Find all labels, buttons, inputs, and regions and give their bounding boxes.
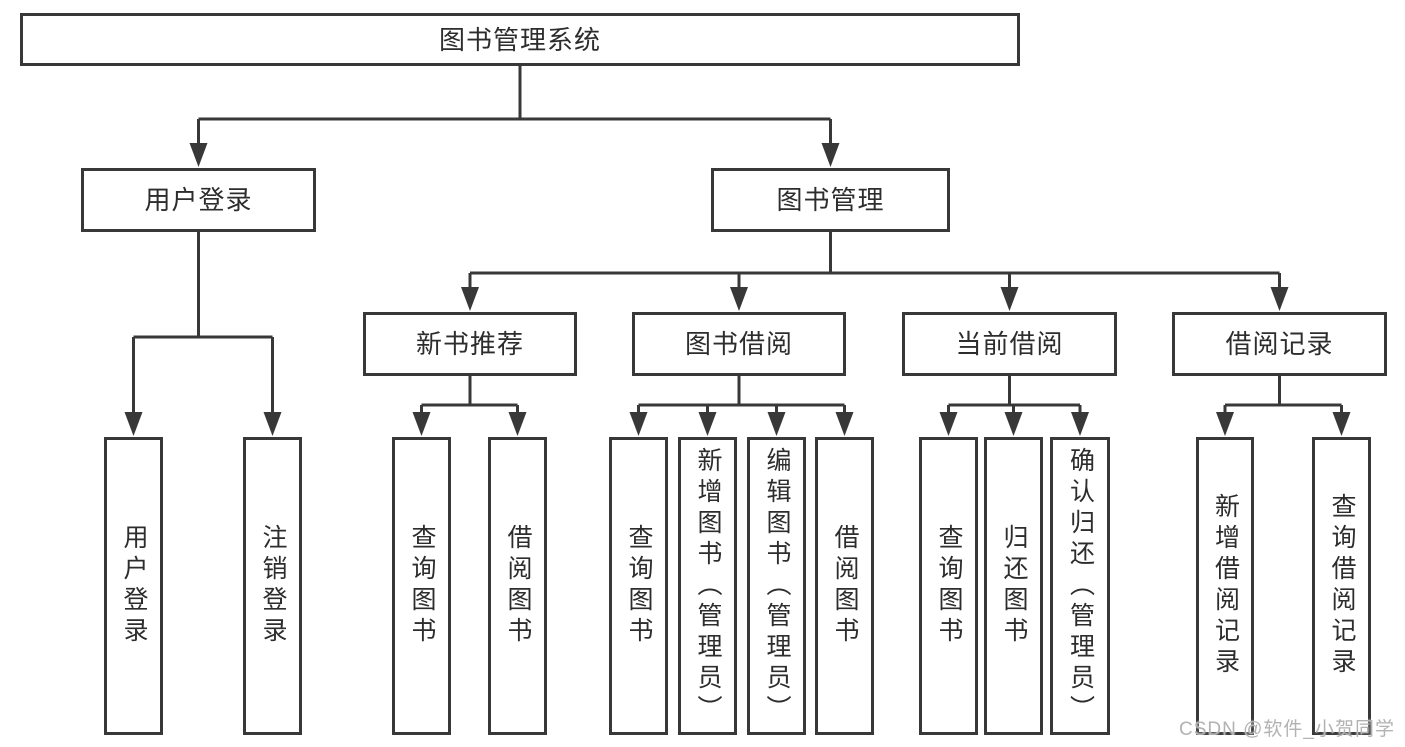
node-current-borrow-label: 当前借阅 [955,329,1064,359]
leaf-add-book-admin-label: 新增图书（管理员） [694,446,722,726]
node-book-borrow-label: 图书借阅 [684,329,793,359]
node-current-borrow: 当前借阅 [902,312,1117,376]
leaf-logout: 注销登录 [243,437,302,735]
leaf-add-borrow-record-label: 新增借阅记录 [1211,493,1240,679]
leaf-confirm-return-admin: 确认归还（管理员） [1050,437,1110,735]
leaf-user-login: 用户登录 [104,437,163,735]
leaf-add-book-admin: 新增图书（管理员） [678,437,737,735]
node-new-book-recommend-label: 新书推荐 [415,329,524,359]
node-root: 图书管理系统 [20,13,1020,66]
node-book-management-label: 图书管理 [776,185,885,215]
leaf-recommend-borrow-book-label: 借阅图书 [504,524,532,648]
node-user-login-label: 用户登录 [144,185,253,215]
leaf-query-borrow-record-label: 查询借阅记录 [1328,493,1356,679]
leaf-edit-book-admin-label: 编辑图书（管理员） [763,446,791,726]
leaf-query-borrow-record: 查询借阅记录 [1312,437,1371,735]
node-borrow-record-label: 借阅记录 [1225,329,1334,359]
node-borrow-record: 借阅记录 [1172,312,1387,376]
leaf-return-book: 归还图书 [984,437,1043,735]
leaf-logout-label: 注销登录 [259,524,287,648]
leaf-return-book-label: 归还图书 [1000,524,1028,648]
leaf-borrow-book: 借阅图书 [815,437,874,735]
leaf-current-query-book-label: 查询图书 [935,524,963,648]
node-book-management: 图书管理 [711,168,950,232]
leaf-recommend-query-book-label: 查询图书 [408,524,436,648]
node-user-login: 用户登录 [81,168,316,232]
leaf-borrow-query-book-label: 查询图书 [625,524,653,648]
leaf-add-borrow-record: 新增借阅记录 [1196,437,1254,735]
leaf-recommend-borrow-book: 借阅图书 [488,437,547,735]
leaf-confirm-return-admin-label: 确认归还（管理员） [1066,446,1095,726]
node-new-book-recommend: 新书推荐 [363,312,577,376]
leaf-recommend-query-book: 查询图书 [392,437,451,735]
node-root-label: 图书管理系统 [438,24,601,55]
csdn-watermark: CSDN @软件_小贺同学 [1179,719,1395,740]
leaf-current-query-book: 查询图书 [919,437,978,735]
node-book-borrow: 图书借阅 [632,312,846,376]
leaf-edit-book-admin: 编辑图书（管理员） [747,437,806,735]
leaf-borrow-query-book: 查询图书 [609,437,668,735]
leaf-user-login-label: 用户登录 [120,524,148,648]
leaf-borrow-book-label: 借阅图书 [831,524,859,648]
